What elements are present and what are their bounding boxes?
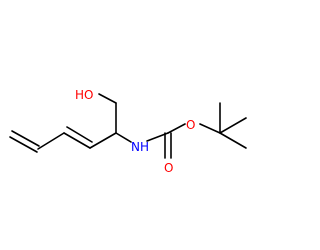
ether-oxygen-label: O <box>186 118 195 132</box>
hydroxyl-label: HO <box>75 88 93 102</box>
bond-c5-n <box>115 132 132 143</box>
bond-c2-c3 <box>37 132 65 150</box>
bond-c4-c5 <box>89 132 117 149</box>
bond-c1-c2-double-a <box>9 136 38 153</box>
atom-labels: HO NH O O <box>75 88 195 175</box>
bond-c3-c4-double-a <box>63 132 91 149</box>
bond-carbonyl-ether-o <box>167 123 186 134</box>
bond-tbu-methyl-down <box>219 132 247 149</box>
bond-ether-o-tbu <box>199 123 221 134</box>
amine-label: NH <box>131 140 149 154</box>
structure-diagram: HO NH O O <box>9 88 247 175</box>
carbonyl-oxygen-label: O <box>164 161 173 175</box>
bond-c1-c2-double-b <box>11 130 40 147</box>
bond-c3-c4-double-b <box>66 126 93 143</box>
bond-tbu-methyl-right <box>219 117 247 134</box>
bonds <box>9 93 247 159</box>
bond-ch2-oh <box>98 93 117 104</box>
